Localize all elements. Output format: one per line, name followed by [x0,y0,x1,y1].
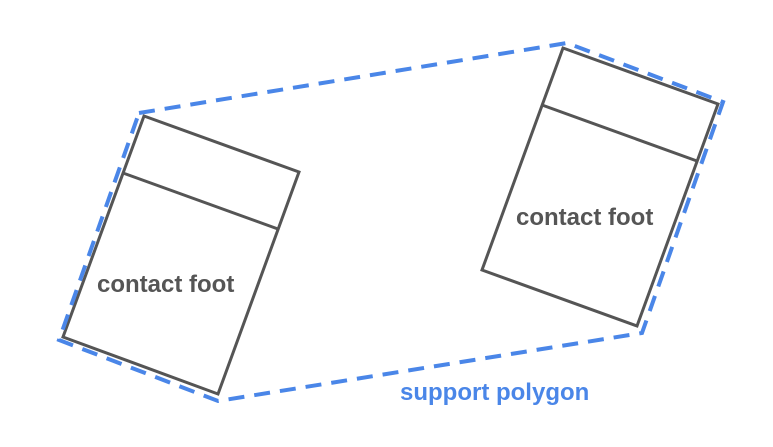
contact-foot-left [61,114,301,396]
contact-foot-left-divider [122,171,279,231]
contact-foot-left-outline [61,114,301,396]
contact-foot-right-divider [541,103,698,163]
contact-foot-right [480,46,720,328]
support-polygon-label: support polygon [400,379,590,406]
contact-foot-left-label: contact foot [97,271,235,298]
support-polygon-outline [56,40,726,404]
contact-foot-right-label: contact foot [516,204,654,231]
contact-foot-right-outline [480,46,720,328]
